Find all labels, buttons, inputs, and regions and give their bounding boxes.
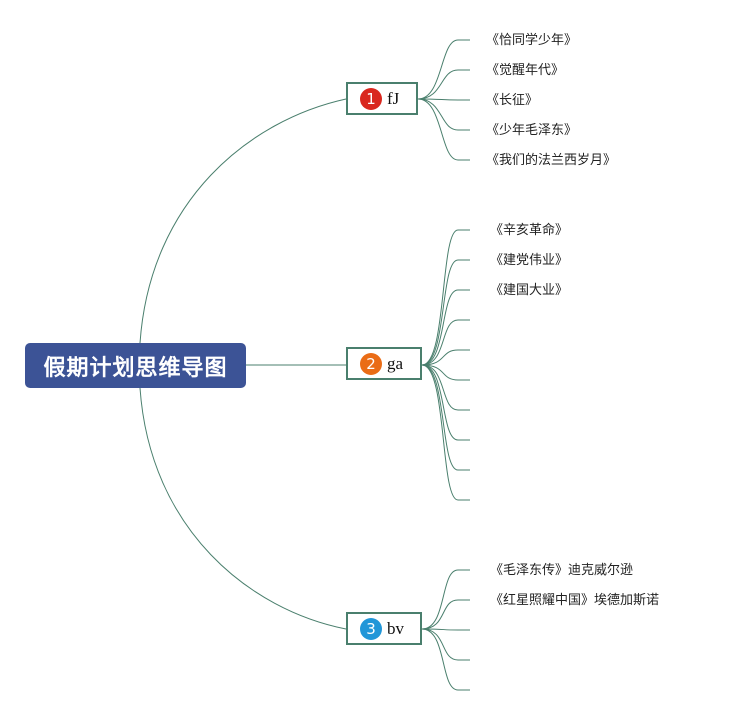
number-badge-icon: 2 (360, 352, 382, 375)
branch-2-leaf-line-3 (421, 289, 470, 366)
branch-1-leaf-line-3 (417, 98, 470, 101)
branch-label: fJ (387, 88, 400, 108)
leaf-1-4[interactable]: 《少年毛泽东》 (486, 123, 578, 138)
leaf-1-5[interactable]: 《我们的法兰西岁月》 (486, 153, 617, 168)
branch-2-leaf-line-10 (421, 364, 470, 501)
root-to-branch-3-line (139, 387, 347, 630)
leaf-1-2[interactable]: 《觉醒年代》 (486, 63, 565, 78)
branch-1-leaf-line-5 (417, 98, 470, 161)
branch-2-leaf-line-4 (421, 319, 470, 366)
branch-2-leaf-line-5 (421, 349, 470, 366)
branch-2-leaf-line-7 (421, 364, 470, 411)
branch-3-leaf-line-2 (421, 599, 470, 630)
branch-3-leaf-line-5 (421, 628, 470, 691)
root-node[interactable]: 假期计划思维导图 (25, 343, 246, 388)
root-to-branch-1-line (139, 98, 347, 344)
leaf-3-2[interactable]: 《红星照耀中国》埃德加斯诺 (490, 593, 660, 608)
branch-1-leaf-line-4 (417, 98, 470, 131)
branch-1-leaf-line-2 (417, 69, 470, 100)
leaf-2-3[interactable]: 《建国大业》 (490, 283, 569, 298)
branch-label: ga (387, 353, 404, 373)
branch-2-leaf-line-2 (421, 259, 470, 366)
branch-node-3[interactable]: 3 bv (346, 612, 422, 645)
leaf-1-3[interactable]: 《长征》 (486, 93, 539, 108)
leaf-3-1[interactable]: 《毛泽东传》迪克威尔逊 (490, 563, 634, 578)
number-badge-icon: 3 (360, 617, 382, 640)
leaf-1-1[interactable]: 《恰同学少年》 (486, 33, 578, 48)
branch-3-leaf-line-1 (421, 569, 470, 630)
branch-label: bv (387, 618, 404, 638)
branch-2-leaf-line-9 (421, 364, 470, 471)
branch-2-leaf-line-6 (421, 364, 470, 381)
branch-node-2[interactable]: 2 ga (346, 347, 422, 380)
leaf-2-2[interactable]: 《建党伟业》 (490, 253, 569, 268)
leaf-2-1[interactable]: 《辛亥革命》 (490, 223, 569, 238)
number-badge-icon: 1 (360, 87, 382, 110)
branch-3-leaf-line-3 (421, 628, 470, 631)
branch-3-leaf-line-4 (421, 628, 470, 661)
branch-2-leaf-line-8 (421, 364, 470, 441)
root-title: 假期计划思维导图 (43, 355, 228, 381)
branch-1-leaf-line-1 (417, 39, 470, 100)
branch-2-leaf-line-1 (421, 229, 470, 366)
branch-node-1[interactable]: 1 fJ (346, 82, 418, 115)
